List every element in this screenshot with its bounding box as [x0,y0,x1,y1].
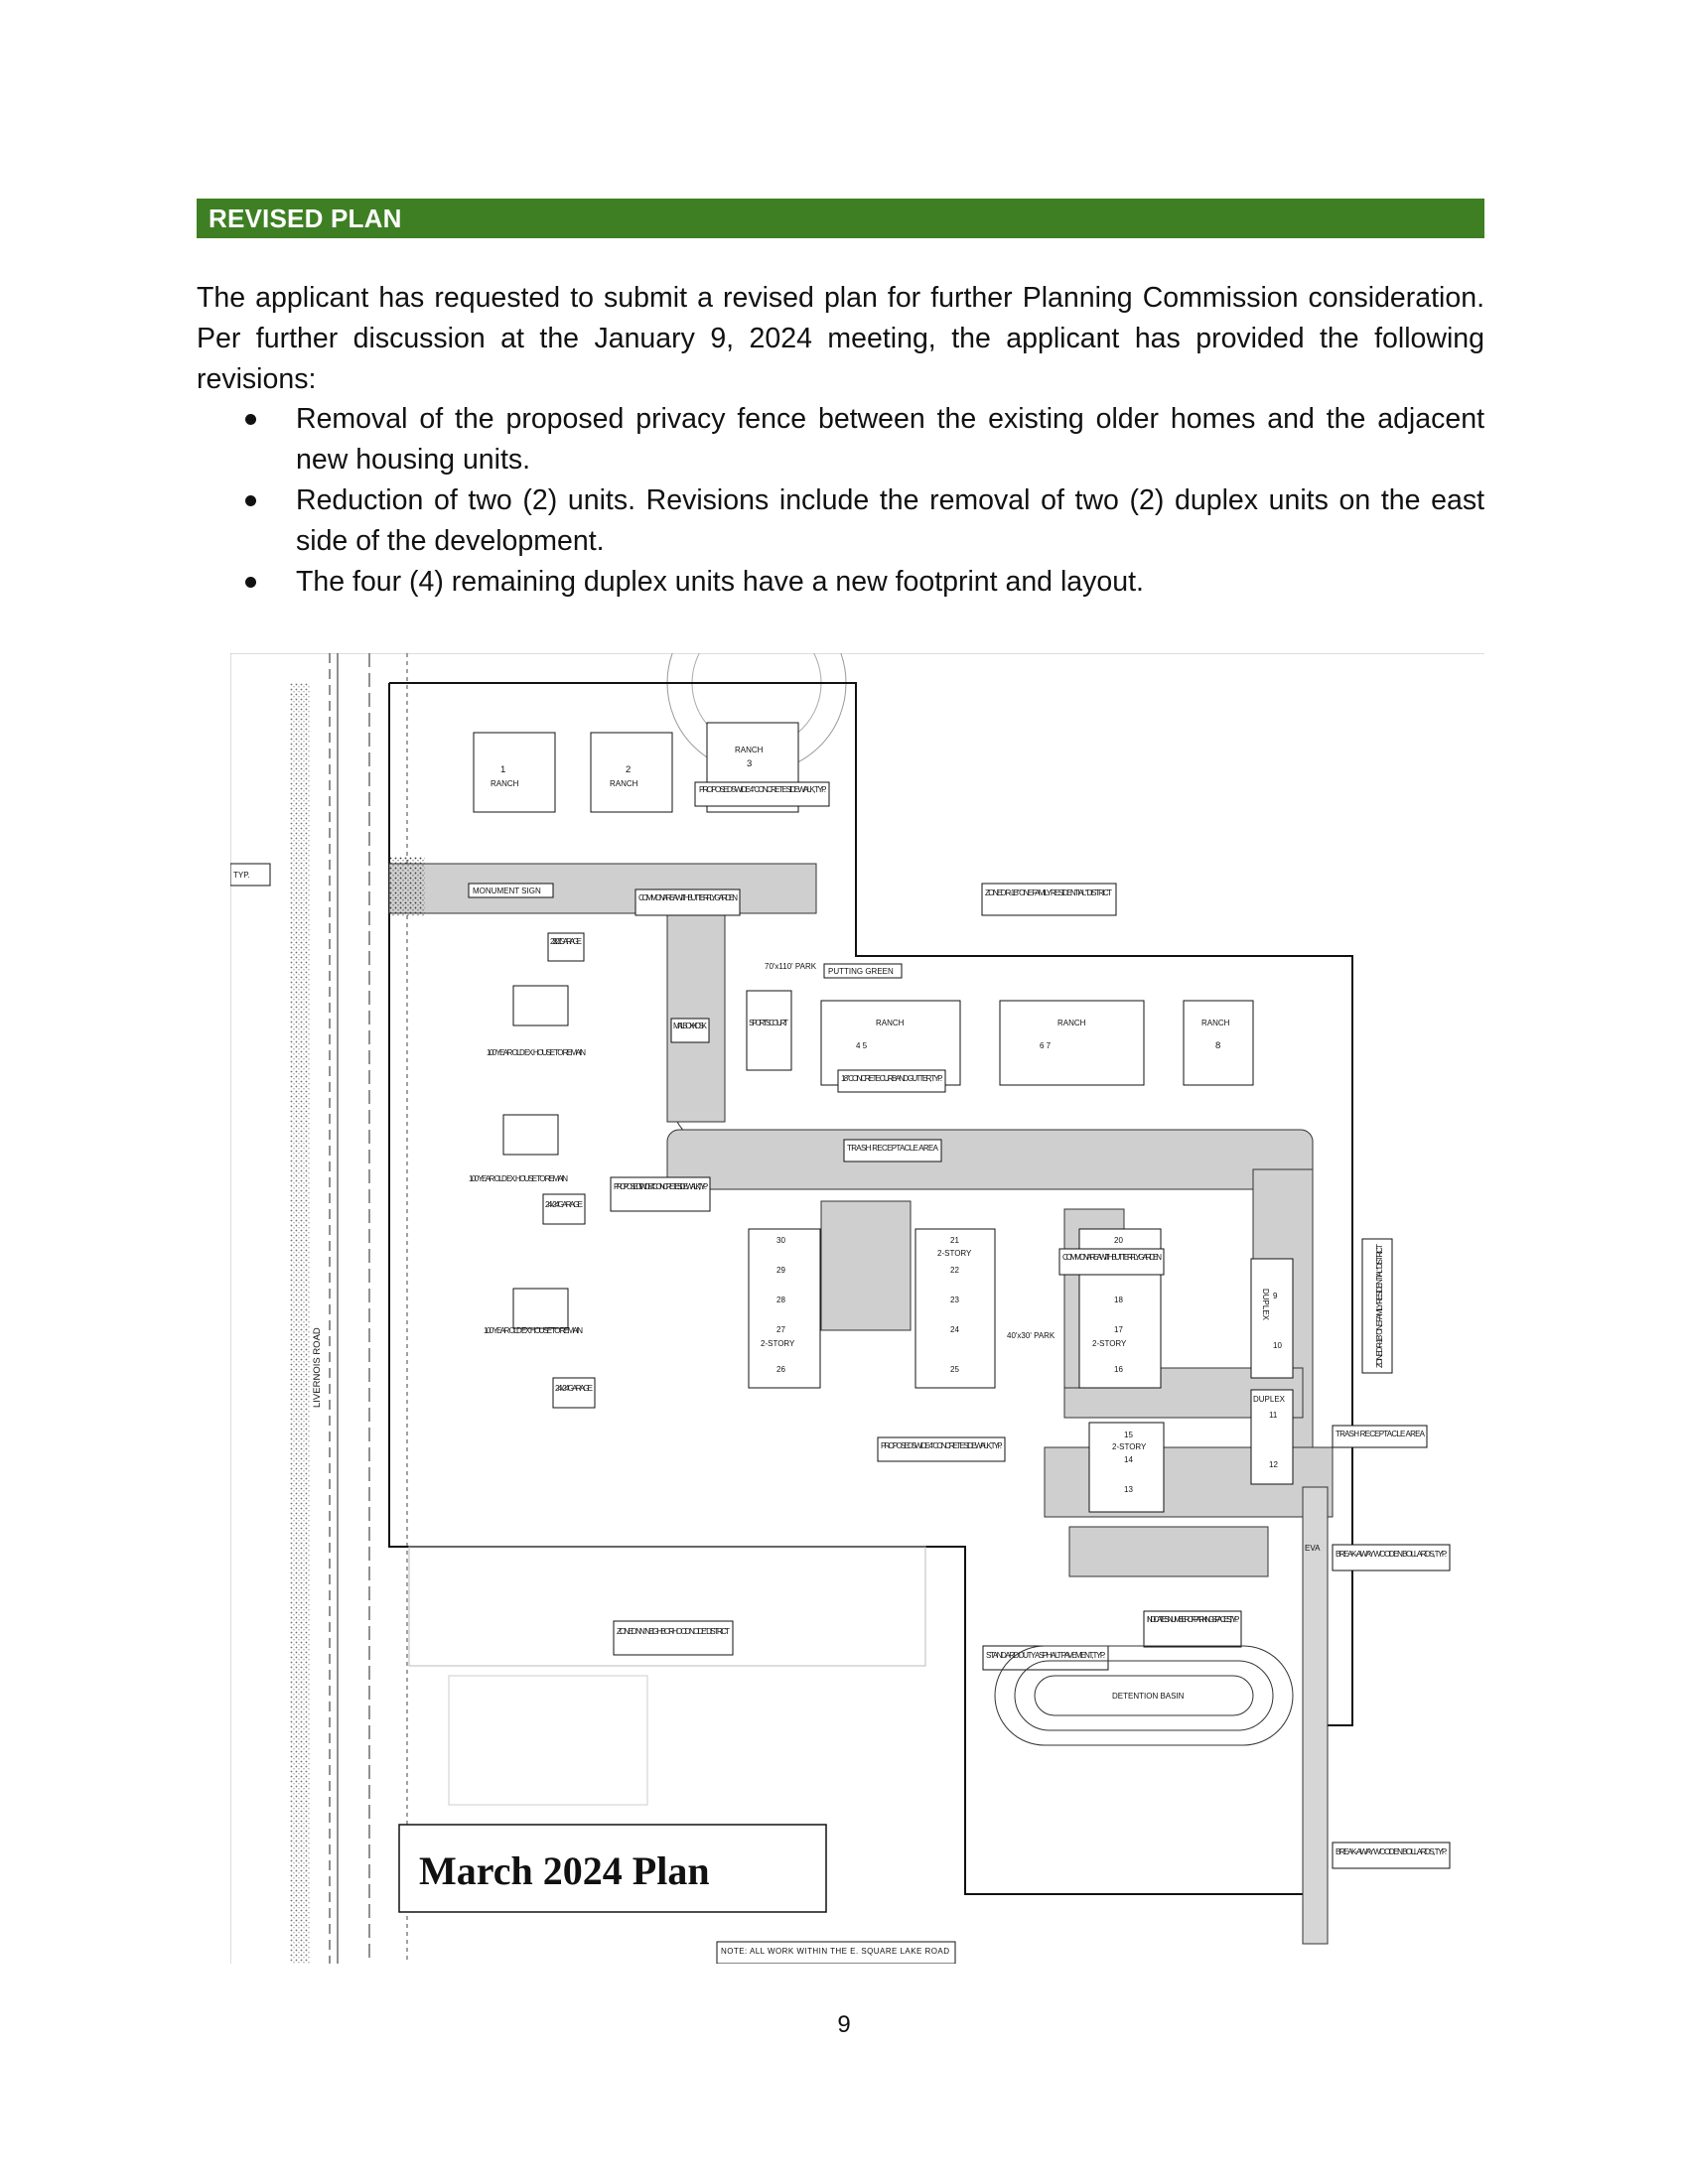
zone-label: ZONED R-1B "ONE FAMILY RESIDENTIAL" DIST… [985,888,1112,897]
page-number: 9 [837,2011,851,2038]
svg-text:17: 17 [1114,1325,1123,1334]
unit-type: RANCH [1057,1019,1086,1027]
unit-label: 9 [1273,1292,1278,1300]
road-label: LIVERNOIS ROAD [312,1327,323,1408]
callout: COMMON AREA WITH BUTTERFLY GARDEN [1062,1253,1162,1262]
unit-label: 8 [1215,1040,1220,1051]
unit-label: 12 [1269,1460,1278,1469]
callout: TRASH RECEPTACLE AREA [1336,1430,1426,1438]
callout: BREAK-AWAY WOODEN BOLLARDS, TYP. [1336,1550,1447,1559]
bullet-icon [245,577,256,588]
callout: COMMON AREA WITH BUTTERFLY GARDEN [638,893,738,902]
list-item: Reduction of two (2) units. Revisions in… [197,480,1484,562]
callout: 100 YEAR OLD EX. HOUSE TO REMAIN [484,1326,583,1335]
typ-label: TYP. [233,871,250,880]
unit-label: 15 [1124,1431,1133,1439]
unit-type: RANCH [1201,1019,1230,1027]
callout: 24'x24' GARAGE [545,1200,583,1209]
note-label: NOTE: ALL WORK WITHIN THE E. SQUARE LAKE… [721,1947,949,1956]
svg-text:27: 27 [776,1325,785,1334]
callout: INDICATES NUMBER OF PARKING SPACES, TYP. [1147,1615,1239,1624]
unit-stack-mid: 21 22 23 24 25 [950,1236,959,1374]
zone-label: ZONED NN "NEIGHBORHOOD NODE" DISTRICT [617,1627,730,1636]
svg-text:16: 16 [1114,1365,1123,1374]
svg-text:24: 24 [950,1325,959,1334]
site-plan-drawing: LIVERNOIS ROAD TYP. EVA 1 RANCH 2 RANCH … [230,653,1484,1964]
unit-label: 11 [1269,1411,1278,1420]
callout: 22'x22' GARAGE [550,937,582,946]
revisions-list: Removal of the proposed privacy fence be… [197,399,1484,603]
svg-text:25: 25 [950,1365,959,1374]
callout: MONUMENT SIGN [473,887,541,895]
callout: PUTTING GREEN [828,967,894,976]
list-item: The four (4) remaining duplex units have… [197,562,1484,603]
callout: DETENTION BASIN [1112,1692,1185,1701]
callout: PROPOSED 5' WIDE 4" CONCRETE SIDEWALK, T… [614,1182,708,1191]
unit-type: 2-STORY [1092,1339,1127,1348]
unit-label: 10 [1273,1341,1282,1350]
callout: 18" CONCRETE CURB AND GUTTER, TYP. [841,1074,942,1083]
svg-text:22: 22 [950,1266,959,1275]
unit-label: 2 [626,764,631,775]
unit-label: 14 [1124,1455,1133,1464]
callout: SPORTS COURT [749,1019,788,1027]
callout: STANDARD DUTY ASPHALT PAVEMENT, TYP. [986,1651,1105,1660]
list-item-text: Reduction of two (2) units. Revisions in… [296,484,1484,557]
callout: 100 YEAR OLD EX. HOUSE TO REMAIN [487,1048,586,1057]
callout: PROPOSED 5' WIDE 4" CONCRETE SIDEWALK, T… [699,785,826,794]
svg-text:20: 20 [1114,1236,1123,1245]
unit-type: RANCH [876,1019,905,1027]
svg-text:21: 21 [950,1236,959,1245]
svg-text:29: 29 [776,1266,785,1275]
callout: TRASH RECEPTACLE AREA [847,1144,939,1153]
unit-stack-left: 30 29 28 27 26 [776,1236,785,1374]
list-item-text: The four (4) remaining duplex units have… [296,566,1144,598]
unit-type: RANCH [735,746,764,754]
unit-type: 2-STORY [1112,1442,1147,1451]
unit-label: 4 5 [856,1041,868,1050]
callout: MAILBOX KIOSK [673,1022,708,1030]
callout: 40'x30' PARK [1007,1331,1055,1340]
unit-type: RANCH [610,779,638,788]
zone-label: ZONED R-1B "ONE FAMILY RESIDENTIAL" DIST… [1375,1244,1384,1368]
unit-type: DUPLEX [1261,1289,1270,1321]
unit-type: DUPLEX [1253,1395,1286,1404]
list-item-text: Removal of the proposed privacy fence be… [296,403,1484,476]
unit-label: 6 7 [1040,1041,1052,1050]
unit-type: RANCH [491,779,519,788]
unit-label: 1 [500,764,505,775]
unit-type: 2-STORY [937,1249,972,1258]
plan-title: March 2024 Plan [419,1848,710,1893]
callout: 70'x110' PARK [765,962,817,971]
eva-label: EVA [1305,1544,1321,1553]
callout: PROPOSED 5' WIDE 4" CONCRETE SIDEWALK, T… [881,1441,1002,1450]
svg-text:18: 18 [1114,1296,1123,1304]
list-item: Removal of the proposed privacy fence be… [197,399,1484,480]
intro-paragraph: The applicant has requested to submit a … [197,282,1484,395]
bullet-icon [245,495,256,506]
unit-type: 2-STORY [761,1339,795,1348]
callout: 100 YEAR OLD EX. HOUSE TO REMAIN [469,1174,568,1183]
bullet-icon [245,414,256,425]
callout: BREAK-AWAY WOODEN BOLLARDS, TYP. [1336,1847,1447,1856]
svg-text:28: 28 [776,1296,785,1304]
callout: 24'x24' GARAGE [555,1384,593,1393]
section-heading: REVISED PLAN [197,199,1484,238]
plan-title-box [398,1824,827,1913]
unit-label: 3 [747,758,752,769]
svg-text:26: 26 [776,1365,785,1374]
unit-label: 13 [1124,1485,1133,1494]
svg-text:30: 30 [776,1236,785,1245]
site-plan-svg: LIVERNOIS ROAD TYP. EVA 1 RANCH 2 RANCH … [230,653,1484,1964]
svg-text:23: 23 [950,1296,959,1304]
